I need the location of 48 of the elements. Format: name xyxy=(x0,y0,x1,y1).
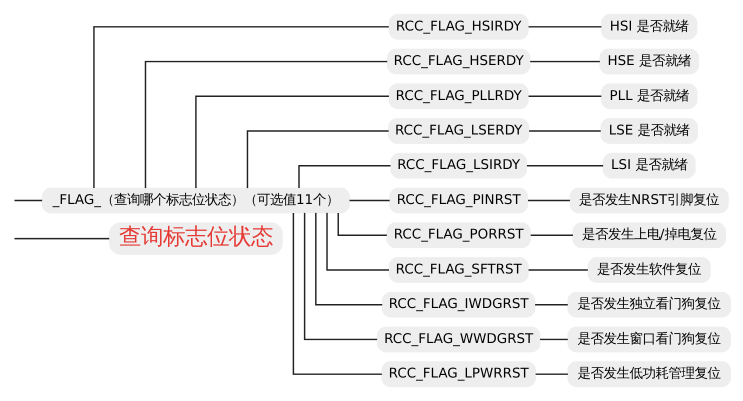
node-box: RCC_FLAG_IWDGRST xyxy=(381,292,535,318)
node-box: _FLAG_（查询哪个标志位状态）（可选值11个） xyxy=(41,188,350,214)
connector xyxy=(528,200,570,202)
connector xyxy=(528,96,601,98)
connector xyxy=(528,269,588,271)
node-box: RCC_FLAG_WWDGRST xyxy=(376,326,540,352)
connector xyxy=(528,26,601,28)
connector xyxy=(246,130,388,188)
node-box: RCC_FLAG_PINRST xyxy=(388,188,528,214)
connector xyxy=(14,238,109,240)
connector xyxy=(303,212,377,340)
node-box: RCC_FLAG_HSIRDY xyxy=(388,14,528,40)
connector xyxy=(530,234,572,236)
connector xyxy=(144,60,387,188)
connector xyxy=(314,212,382,306)
node-box: 查询标志位状态 xyxy=(108,222,282,255)
node-box: PLL 是否就绪 xyxy=(600,83,697,110)
connector xyxy=(535,373,568,375)
node-box: RCC_FLAG_PORRST xyxy=(386,222,530,248)
node-box: 是否发生低功耗管理复位 xyxy=(566,361,730,388)
node-box: RCC_FLAG_LPWRRST xyxy=(380,361,536,388)
node-box: RCC_FLAG_LSIRDY xyxy=(390,152,527,179)
node-box: 是否发生软件复位 xyxy=(587,257,710,283)
connector xyxy=(298,165,390,188)
node-box: RCC_FLAG_LSERDY xyxy=(388,118,529,144)
node-box: 是否发生窗口看门狗复位 xyxy=(566,326,730,352)
connector xyxy=(292,213,382,375)
node-box: RCC_FLAG_SFTRST xyxy=(388,257,528,283)
node-box: LSE 是否就绪 xyxy=(600,118,698,144)
node-box: LSI 是否就绪 xyxy=(602,152,696,179)
connector xyxy=(540,338,568,340)
connector xyxy=(326,212,388,271)
connector xyxy=(528,130,600,132)
connector xyxy=(530,60,600,62)
node-box: RCC_FLAG_HSERDY xyxy=(386,48,530,74)
connector xyxy=(337,213,386,236)
connector xyxy=(526,165,603,166)
node-box: 是否发生上电/掉电复位 xyxy=(572,222,726,248)
node-box: HSE 是否就绪 xyxy=(598,48,699,74)
node-box: 是否发生NRST引脚复位 xyxy=(569,188,728,214)
connector xyxy=(92,26,388,188)
node-box: RCC_FLAG_PLLRDY xyxy=(388,83,528,110)
node-box: HSI 是否就绪 xyxy=(600,14,697,40)
connector xyxy=(14,200,42,202)
connector xyxy=(534,304,568,306)
connector xyxy=(349,200,390,202)
connector xyxy=(194,96,388,188)
node-box: 是否发生独立看门狗复位 xyxy=(566,292,730,318)
